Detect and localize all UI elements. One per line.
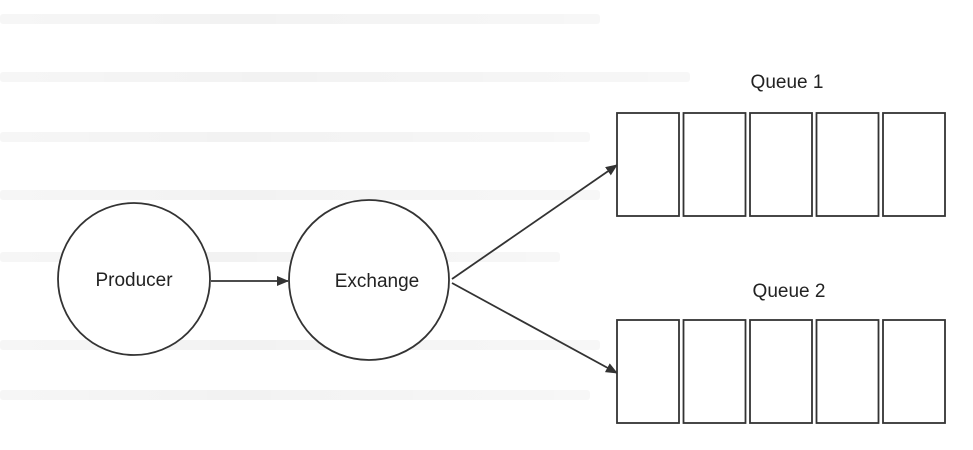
bleed-line [0, 72, 690, 82]
queue-2-slot [682, 319, 747, 424]
queue-1-slot [815, 112, 880, 217]
producer-node: Producer [57, 202, 211, 356]
queue-1-slot [882, 112, 946, 217]
bleed-line [0, 14, 600, 24]
queue-2-slots [616, 319, 946, 424]
exchange-to-queue-2-arrow [451, 282, 618, 374]
exchange-to-queue-1-arrow [451, 164, 618, 280]
queue-1-slot [682, 112, 747, 217]
queue-2-label: Queue 2 [753, 281, 826, 302]
bleed-line [0, 190, 600, 200]
queue-2-slot [882, 319, 946, 424]
bleed-line [0, 132, 590, 142]
queue-2-slot [815, 319, 880, 424]
queue-2-slot [749, 319, 813, 424]
queue-2-slot [616, 319, 680, 424]
queue-1-label: Queue 1 [751, 72, 824, 93]
queue-1-slot [616, 112, 680, 217]
exchange-node: Exchange [288, 199, 450, 361]
producer-label: Producer [95, 270, 173, 291]
bleed-line [0, 340, 600, 350]
queue-1-slot [749, 112, 813, 217]
bleed-line [0, 390, 590, 400]
bleed-line [0, 252, 560, 262]
queue-1: Queue 1 [616, 72, 946, 217]
queue-2: Queue 2 [616, 281, 946, 424]
exchange-label: Exchange [335, 271, 420, 292]
queue-1-slots [616, 112, 946, 217]
